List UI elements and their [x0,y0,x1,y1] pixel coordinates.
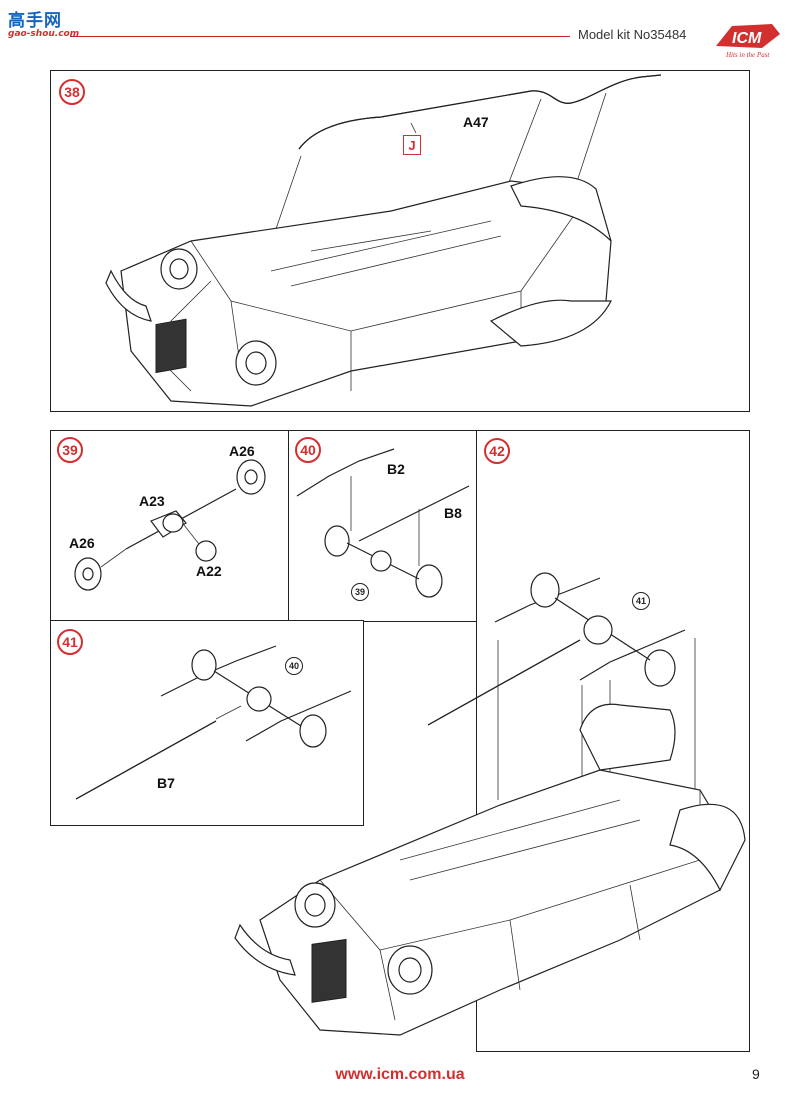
step-38-drawing [105,74,662,407]
logo-text: ICM [732,30,762,47]
watermark: 高手网 gao-shou.com [8,6,79,39]
icm-logo: ICM Hits in the Past [712,16,784,60]
part-label-a47: A47 [463,114,489,130]
ref-step-39: 39 [351,583,369,601]
model-kit-number: Model kit No35484 [578,27,687,42]
footer-url[interactable]: www.icm.com.ua [335,1066,465,1083]
part-label-a26-bottom: A26 [69,535,95,551]
step-number-41: 41 [57,629,83,655]
part-label-b7: B7 [157,775,175,791]
part-label-b2: B2 [387,461,405,477]
step-41-panel: 41 40 B7 [50,620,364,826]
step-number-38: 38 [59,79,85,105]
ref-step-40: 40 [285,657,303,675]
step-40-panel: 40 B2 B8 39 [288,430,478,622]
header-divider [70,36,570,37]
ref-step-41: 41 [632,592,650,610]
part-label-a23: A23 [139,493,165,509]
step-number-39: 39 [57,437,83,463]
step-39-drawing [74,459,266,591]
step-38-panel: 38 J A47 [50,70,750,412]
watermark-url: gao-shou.com [8,29,80,39]
watermark-text: 高手网 [8,11,62,31]
marker-j: J [403,135,421,155]
part-label-a22: A22 [196,563,222,579]
step-number-42: 42 [484,438,510,464]
step-41-drawing [75,645,352,800]
part-label-a26-top: A26 [229,443,255,459]
logo-tagline: Hits in the Past [725,51,770,59]
page-number: 9 [752,1066,760,1082]
part-label-b8: B8 [444,505,462,521]
step-number-40: 40 [295,437,321,463]
step-40-drawing [296,448,470,598]
step-42-drawing [234,572,746,1036]
